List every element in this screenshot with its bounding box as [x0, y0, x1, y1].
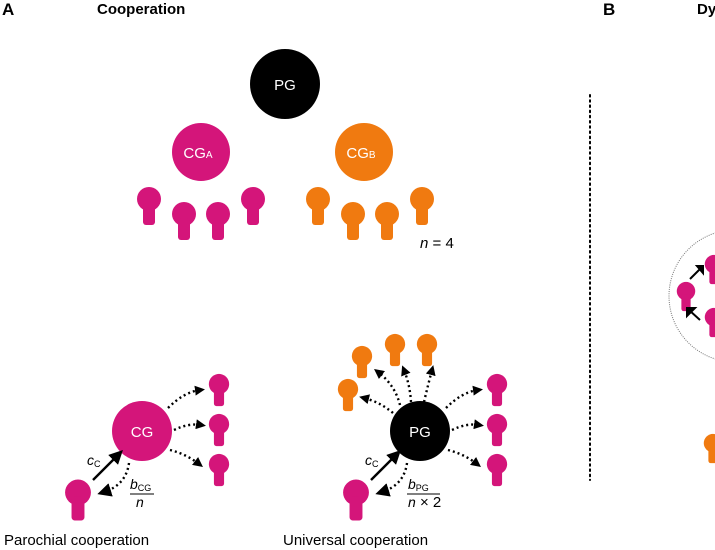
universal-outgroup-recipients	[337, 333, 438, 412]
parochial-contributor	[65, 479, 91, 521]
parochial-recipients	[208, 373, 230, 487]
person-icon	[486, 453, 508, 487]
cg-a-label-sub: A	[206, 150, 213, 161]
dotted-arrow-icon	[97, 462, 131, 497]
person-icon	[375, 202, 399, 240]
cg-a-label-main: CG	[183, 145, 206, 162]
cg-b-node: CGB	[335, 123, 393, 181]
person-icon	[410, 187, 434, 225]
person-icon	[704, 307, 715, 338]
person-icon	[343, 479, 369, 521]
cg-b-label: CGB	[346, 145, 376, 162]
person-icon	[241, 187, 265, 225]
person-icon	[306, 187, 330, 225]
parochial-benefit-numerator: bCG	[130, 476, 151, 493]
universal-contributor	[343, 479, 369, 521]
person-icon	[137, 187, 161, 225]
parochial-cost-label: cC	[87, 452, 101, 469]
dotted-arrow-icon	[173, 419, 206, 432]
group-size-label: n = 4	[420, 235, 454, 252]
dotted-arrow-icon	[451, 419, 484, 432]
group-a-members	[137, 187, 265, 240]
group-size-var: n	[420, 235, 428, 252]
cost-main: c	[365, 452, 372, 468]
person-icon	[208, 453, 230, 487]
universal-benefit-denominator: n × 2	[408, 494, 441, 511]
universal-diagram: PG cC bPG	[283, 333, 508, 549]
universal-pg-circle	[390, 401, 450, 461]
dotted-arrow-icon	[359, 394, 394, 414]
person-icon	[704, 254, 715, 285]
dotted-arrow-icon	[169, 448, 203, 468]
solid-arrow-icon	[689, 265, 704, 280]
cg-a-circle	[172, 123, 230, 181]
cg-a-label: CGA	[183, 145, 213, 162]
benefit-main: b	[408, 476, 416, 492]
dotted-arrow-icon	[375, 462, 409, 497]
universal-ingroup-recipients	[486, 373, 508, 487]
cg-b-circle	[335, 123, 393, 181]
benefit-sub: PG	[416, 483, 429, 493]
universal-caption: Universal cooperation	[283, 532, 428, 549]
person-icon	[172, 202, 196, 240]
cg-a-node: CGA	[172, 123, 230, 181]
person-icon	[416, 333, 438, 367]
person-icon	[65, 479, 91, 521]
person-icon	[206, 202, 230, 240]
pg-circle	[250, 49, 320, 119]
person-icon	[351, 345, 373, 379]
universal-pg-label: PG	[409, 424, 431, 441]
parochial-cg-circle	[112, 401, 172, 461]
denominator-rest: × 2	[416, 494, 441, 511]
benefit-sub: CG	[138, 483, 152, 493]
panel-a-title: Cooperation	[97, 1, 185, 18]
panel-b-group-a-members	[676, 254, 715, 338]
cost-sub: C	[372, 459, 379, 469]
panel-a-letter: A	[2, 0, 14, 19]
benefit-main: b	[130, 476, 138, 492]
person-icon	[486, 373, 508, 407]
dotted-arrow-icon	[447, 448, 481, 468]
person-icon	[703, 433, 715, 464]
solid-arrow-icon	[92, 450, 123, 481]
cg-b-label-main: CG	[346, 145, 369, 162]
universal-benefit-numerator: bPG	[408, 476, 429, 493]
solid-arrow-icon	[686, 307, 701, 321]
dotted-arrow-icon	[401, 365, 413, 403]
person-icon	[384, 333, 406, 367]
person-icon	[676, 281, 696, 312]
cost-sub: C	[94, 459, 101, 469]
dotted-arrow-icon	[167, 385, 205, 409]
universal-cost-label: cC	[365, 452, 379, 469]
denominator-var: n	[408, 494, 416, 510]
person-icon	[208, 373, 230, 407]
parochial-caption: Parochial cooperation	[4, 532, 149, 549]
group-b-members	[306, 187, 434, 240]
dotted-arrow-icon	[374, 368, 402, 406]
group-size-value: = 4	[428, 235, 453, 252]
pg-node: PG	[250, 49, 320, 119]
panel-b-title: Dy	[697, 1, 715, 18]
parochial-cg-label: CG	[131, 424, 154, 441]
parochial-diagram: CG cC bCG n Parochial cooperation	[4, 373, 230, 549]
solid-arrow-icon	[370, 450, 401, 481]
parochial-benefit-denominator: n	[136, 494, 144, 510]
cost-main: c	[87, 452, 94, 468]
person-icon	[337, 378, 359, 412]
cg-b-label-sub: B	[369, 150, 376, 161]
person-icon	[486, 413, 508, 447]
panel-b-partial	[668, 232, 715, 464]
dotted-arrow-icon	[422, 365, 436, 403]
pg-label: PG	[274, 77, 296, 94]
person-icon	[341, 202, 365, 240]
panel-b-group-b-members	[703, 433, 715, 464]
panel-b-letter: B	[603, 0, 615, 19]
dotted-arrow-icon	[445, 385, 483, 409]
person-icon	[208, 413, 230, 447]
group-boundary-circle	[668, 232, 715, 360]
